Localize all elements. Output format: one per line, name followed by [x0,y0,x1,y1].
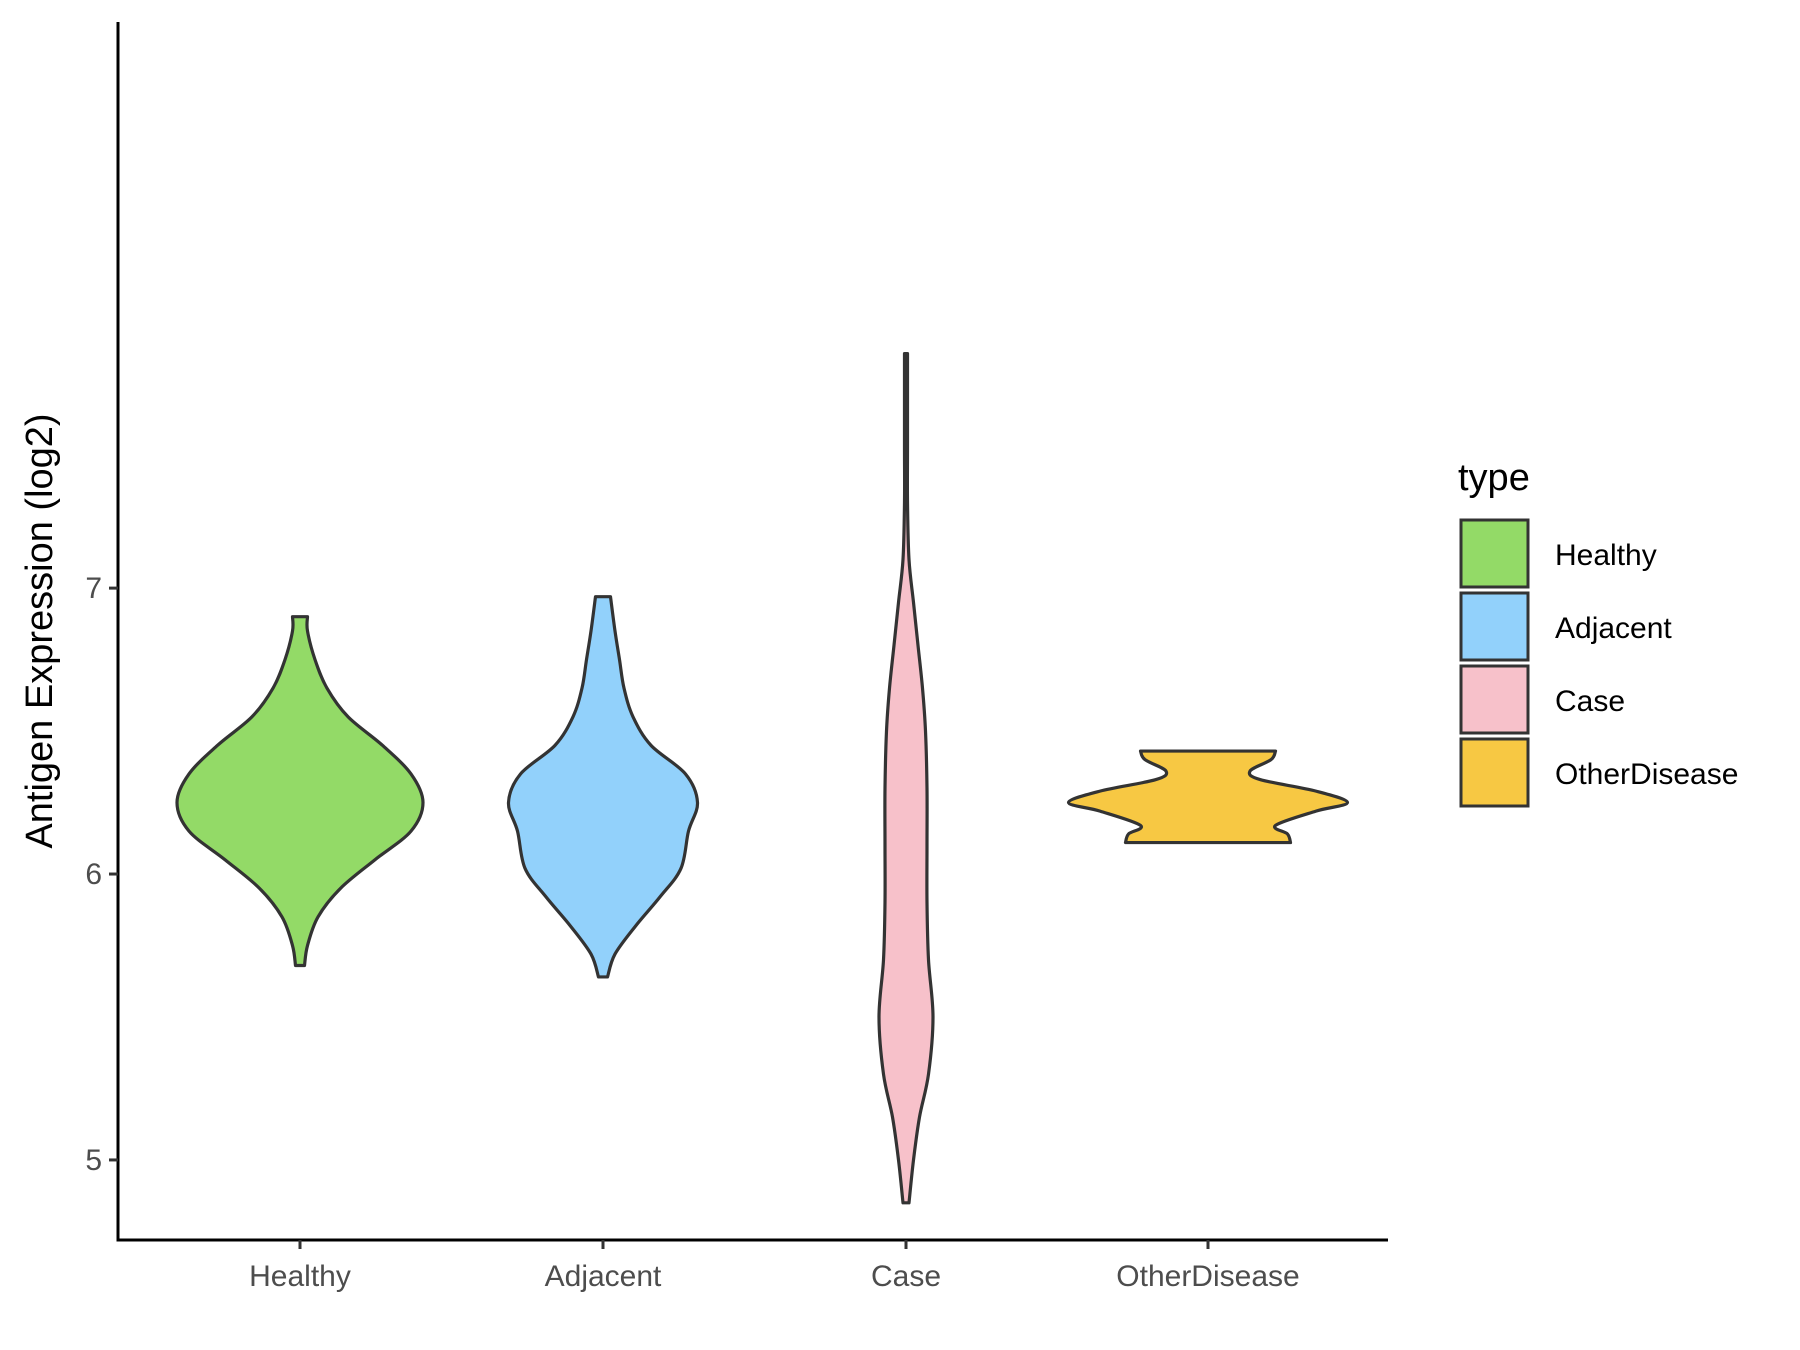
legend-key-healthy [1459,518,1530,589]
legend-label: OtherDisease [1555,758,1738,791]
violin-case [877,352,935,1205]
legend-label: Adjacent [1555,612,1672,645]
y-axis-title: Antigen Expression (log2) [19,413,61,848]
y-tick-label: 6 [85,858,102,891]
legend-key-adjacent [1459,591,1530,662]
x-tick-label: Adjacent [545,1260,662,1293]
legend-label: Healthy [1555,539,1657,572]
legend-title: type [1458,457,1530,499]
violin-healthy [175,615,425,968]
x-tick-label: Case [871,1260,941,1293]
y-tick-label: 5 [85,1144,102,1177]
violin-adjacent [506,595,700,979]
y-tick-label: 7 [85,572,102,605]
violins-layer [175,352,1350,1205]
violin-otherdisease [1066,749,1350,845]
x-tick-label: Healthy [249,1260,351,1293]
legend-key-case [1459,664,1530,735]
legend-label: Case [1555,685,1625,718]
x-tick-label: OtherDisease [1116,1260,1299,1293]
legend-key-otherdisease [1459,737,1530,808]
